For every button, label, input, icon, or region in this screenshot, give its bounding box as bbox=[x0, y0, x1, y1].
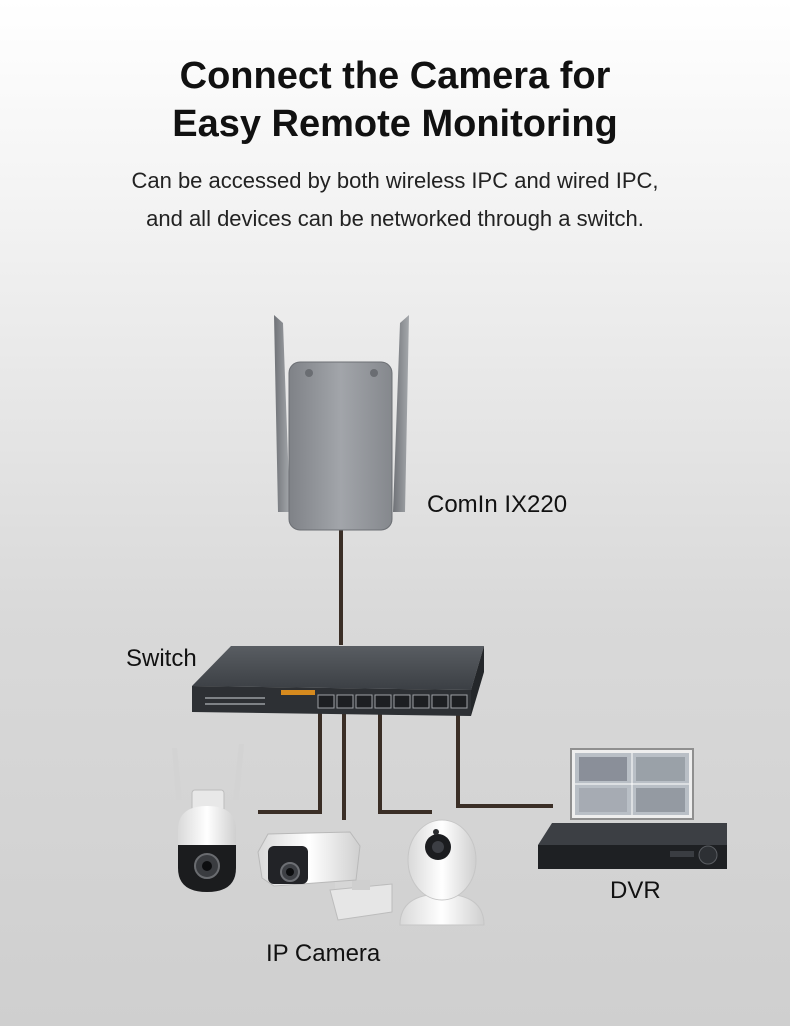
cable-dvr bbox=[456, 713, 553, 808]
antenna-right bbox=[393, 315, 409, 512]
cable-ptz-camera bbox=[258, 713, 322, 814]
subtitle-line-1: Can be accessed by both wireless IPC and… bbox=[131, 168, 659, 193]
cable-dome-camera bbox=[378, 713, 432, 814]
title-line-1: Connect the Camera for bbox=[179, 55, 611, 97]
switch-label: Switch bbox=[126, 645, 197, 672]
dvr-label: DVR bbox=[610, 877, 661, 904]
router-label: ComIn IX220 bbox=[427, 491, 568, 518]
subtitle-line-2: and all devices can be networked through… bbox=[146, 206, 644, 231]
dvr-device bbox=[538, 748, 727, 869]
dome-camera bbox=[399, 819, 485, 926]
network-cables bbox=[258, 530, 553, 820]
switch-device bbox=[192, 646, 484, 716]
router-device bbox=[274, 315, 409, 531]
antenna-left bbox=[274, 315, 290, 512]
ip-camera-label: IP Camera bbox=[266, 940, 381, 967]
ptz-camera bbox=[172, 744, 244, 892]
bullet-camera bbox=[257, 831, 393, 921]
title-line-2: Easy Remote Monitoring bbox=[172, 103, 618, 145]
